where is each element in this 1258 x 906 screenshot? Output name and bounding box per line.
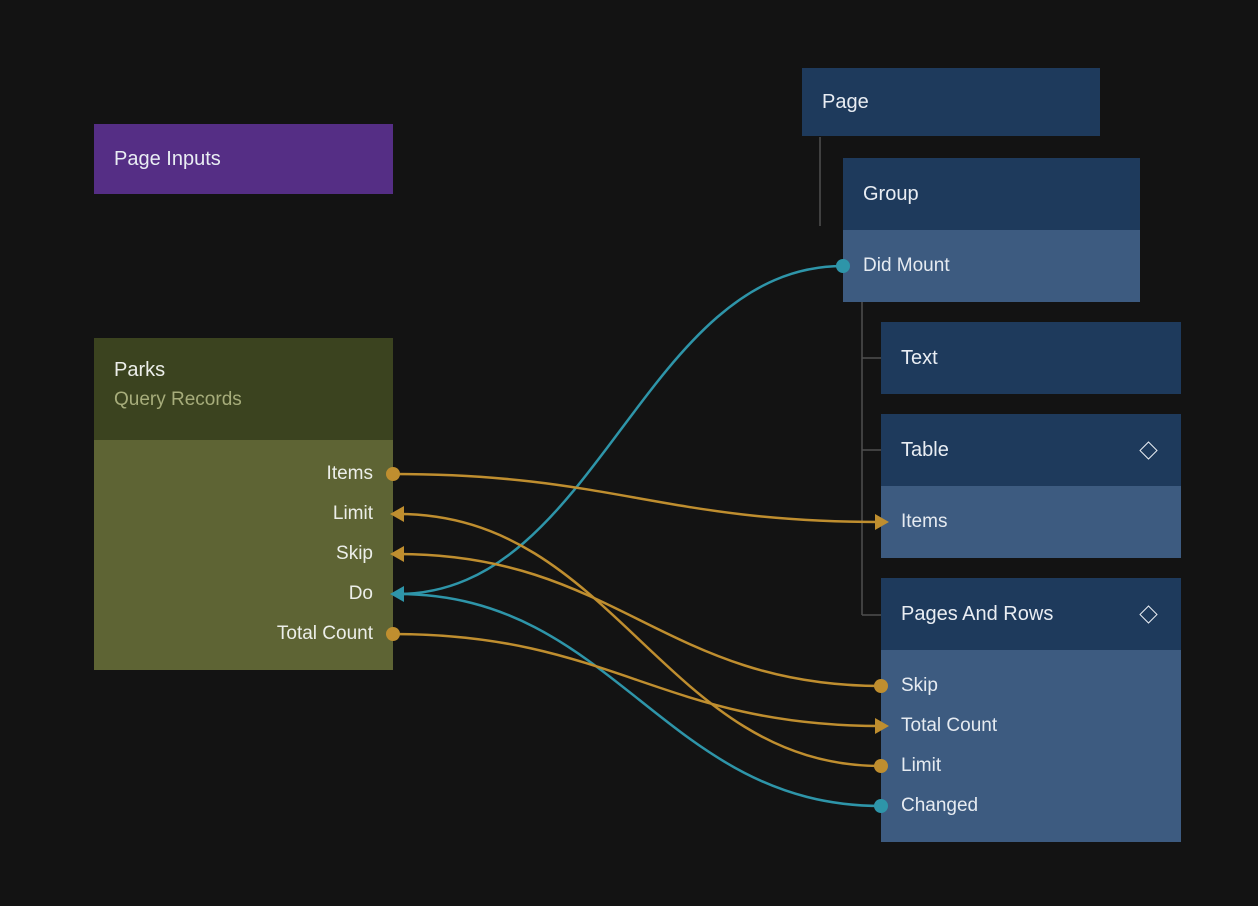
port-label: Skip <box>336 543 373 564</box>
port-label: Items <box>901 511 948 532</box>
component-diamond-icon <box>1139 440 1158 460</box>
node-title: Group <box>863 182 919 205</box>
connection-items-to-table-items[interactable] <box>392 472 882 524</box>
connection-total-count-to-total-count[interactable] <box>392 632 882 728</box>
node-header: Parks Query Records <box>94 338 393 440</box>
node-header: Page <box>802 68 1100 136</box>
port-label: Limit <box>332 503 373 524</box>
node-header: Page Inputs <box>94 124 393 194</box>
node-header: Text <box>881 322 1181 394</box>
node-page[interactable]: Page <box>802 68 1100 136</box>
port-row-limit[interactable]: Limit <box>94 494 393 534</box>
port-row-changed[interactable]: Changed <box>881 786 1181 826</box>
node-subtitle: Query Records <box>114 389 242 410</box>
connection-limit-to-limit[interactable] <box>397 512 882 768</box>
connection-changed-to-do[interactable] <box>397 592 882 808</box>
port-label: Items <box>326 463 373 484</box>
port-list: Items Limit Skip Do Total Count <box>94 440 393 670</box>
node-parks-query-records[interactable]: Parks Query Records Items Limit Skip Do … <box>94 338 393 670</box>
node-title: Text <box>901 346 938 369</box>
port-label: Changed <box>901 795 979 816</box>
port-row-did-mount[interactable]: Did Mount <box>843 230 1140 302</box>
node-page-inputs[interactable]: Page Inputs <box>94 124 393 194</box>
port-label: Skip <box>901 675 938 696</box>
node-header: Table <box>881 414 1181 486</box>
component-diamond-icon <box>1139 604 1158 624</box>
node-header: Group <box>843 158 1140 230</box>
node-group[interactable]: Group Did Mount <box>843 158 1140 302</box>
port-row-items[interactable]: Items <box>881 486 1181 558</box>
port-label: Did Mount <box>863 255 950 276</box>
port-label: Limit <box>901 755 942 776</box>
connection-skip-to-skip[interactable] <box>397 552 882 688</box>
port-label: Do <box>348 583 373 604</box>
port-label: Total Count <box>901 715 998 736</box>
port-label: Total Count <box>276 623 373 644</box>
node-title: Pages And Rows <box>901 602 1054 625</box>
port-row-do[interactable]: Do <box>94 574 393 614</box>
node-title: Page <box>822 90 869 113</box>
port-row-total-count[interactable]: Total Count <box>94 614 393 654</box>
port-list: Skip Total Count Limit Changed <box>881 650 1181 842</box>
node-table[interactable]: Table Items <box>881 414 1181 558</box>
port-row-skip[interactable]: Skip <box>881 666 1181 706</box>
node-text[interactable]: Text <box>881 322 1181 394</box>
port-row-limit[interactable]: Limit <box>881 746 1181 786</box>
node-pages-and-rows[interactable]: Pages And Rows Skip Total Count Limit Ch… <box>881 578 1181 842</box>
node-title: Page Inputs <box>114 147 221 170</box>
port-row-skip[interactable]: Skip <box>94 534 393 574</box>
node-header: Pages And Rows <box>881 578 1181 650</box>
port-row-items[interactable]: Items <box>94 454 393 494</box>
port-row-total-count[interactable]: Total Count <box>881 706 1181 746</box>
connection-did-mount-to-do[interactable] <box>397 264 844 596</box>
node-title: Parks <box>114 359 166 381</box>
node-title: Table <box>901 438 949 461</box>
